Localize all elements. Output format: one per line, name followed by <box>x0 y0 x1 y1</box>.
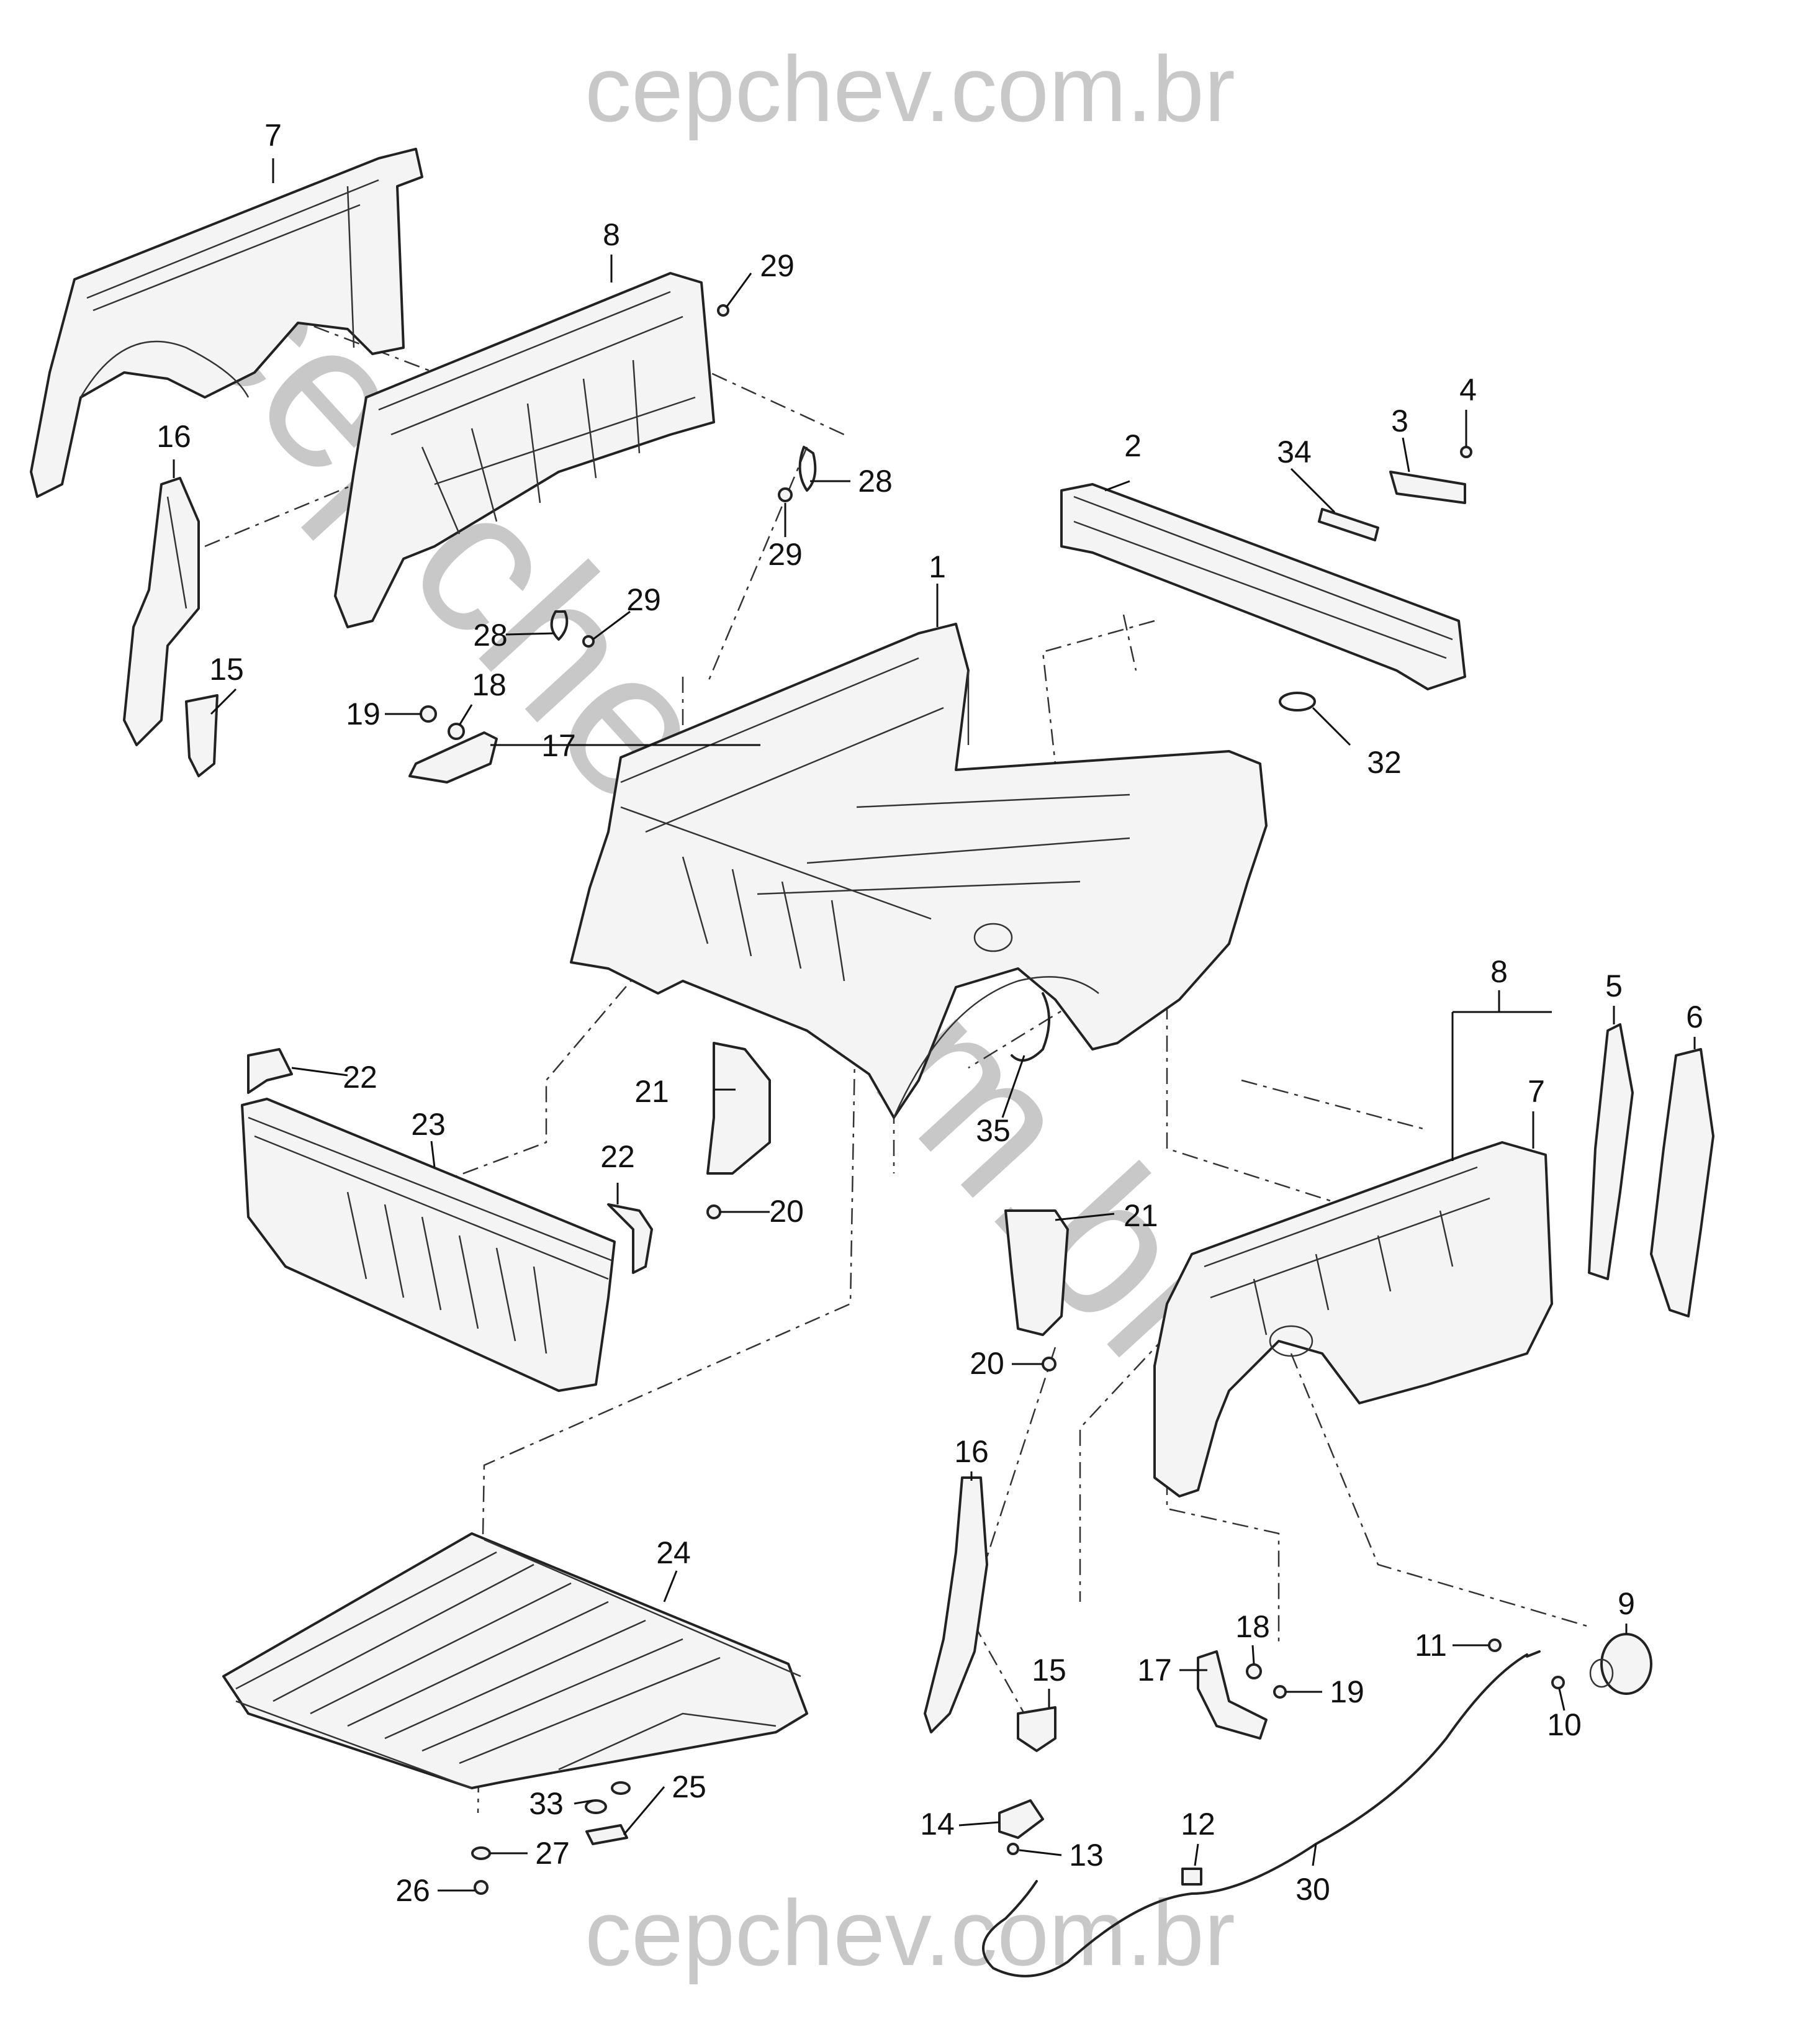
callout-5: 5 <box>1605 969 1623 1003</box>
screw-11 <box>1488 1638 1502 1652</box>
bolt-29-top <box>717 304 729 317</box>
callout-2: 2 <box>1124 428 1142 463</box>
bolt-20-right <box>1042 1357 1056 1371</box>
release-cable-30 <box>982 1650 1541 1977</box>
callout-20-right: 20 <box>970 1346 1004 1381</box>
callout-28-top: 28 <box>858 464 893 499</box>
callout-1: 1 <box>929 549 946 584</box>
washer-27 <box>471 1846 491 1860</box>
callout-19-left: 19 <box>346 697 381 731</box>
callout-24: 24 <box>656 1535 691 1570</box>
callout-8-left: 8 <box>603 217 620 252</box>
nut-29-mid <box>778 487 793 502</box>
left-pillar-bracket <box>123 477 200 746</box>
left-inner-side-panel <box>334 272 715 628</box>
bracket-15-right <box>1017 1706 1056 1752</box>
callout-15-left: 15 <box>209 652 244 687</box>
callout-4: 4 <box>1459 373 1477 407</box>
callout-7-left: 7 <box>264 118 282 153</box>
grommet-32 <box>1279 692 1316 712</box>
callout-29-lower: 29 <box>626 582 661 617</box>
clip-28-top <box>798 446 817 492</box>
wheelhouse-trim-35 <box>1011 992 1050 1062</box>
callout-10: 10 <box>1547 1707 1582 1742</box>
right-side-panel-assembly <box>1153 1141 1553 1498</box>
callout-30: 30 <box>1295 1872 1330 1907</box>
bracket-21-right <box>1004 1209 1069 1336</box>
callout-34: 34 <box>1277 435 1312 469</box>
bracket-22-left <box>247 1048 293 1094</box>
callout-13: 13 <box>1069 1838 1104 1873</box>
callout-16-right: 16 <box>954 1434 989 1469</box>
clip-12 <box>1181 1868 1202 1886</box>
bracket-21-left <box>706 1042 771 1175</box>
callout-21-right: 21 <box>1124 1198 1158 1233</box>
pad-33 <box>585 1799 607 1814</box>
callout-15-right: 15 <box>1032 1653 1066 1687</box>
callout-18-right: 18 <box>1235 1609 1270 1644</box>
callout-18-left: 18 <box>472 667 507 702</box>
right-nut-19 <box>1273 1685 1287 1699</box>
callout-29-mid: 29 <box>768 537 803 572</box>
left-brace-17 <box>408 731 498 784</box>
latch-14 <box>998 1799 1044 1839</box>
right-pillar-5 <box>1588 1023 1634 1280</box>
bolt-26 <box>474 1880 489 1895</box>
callout-6: 6 <box>1686 1000 1703 1034</box>
right-brace-17 <box>1197 1650 1268 1740</box>
callout-9: 9 <box>1618 1586 1635 1621</box>
callout-17-left: 17 <box>541 728 576 763</box>
callout-20-left: 20 <box>769 1194 804 1229</box>
callout-17-right: 17 <box>1137 1653 1172 1687</box>
callout-21-left: 21 <box>634 1074 669 1109</box>
left-nut-19 <box>420 705 437 723</box>
fuel-door-9 <box>1589 1633 1652 1695</box>
leader-lines <box>173 158 1696 1892</box>
bolt-29-lower <box>582 635 595 648</box>
strip-25 <box>585 1824 628 1845</box>
callout-11: 11 <box>1415 1628 1447 1663</box>
box-floor-panel <box>222 1532 808 1789</box>
callout-23: 23 <box>411 1107 446 1142</box>
right-pillar-6 <box>1650 1048 1714 1317</box>
callout-16-left: 16 <box>156 419 191 454</box>
callout-22-right: 22 <box>600 1139 635 1174</box>
callout-12: 12 <box>1181 1807 1215 1841</box>
front-cross-member <box>1060 483 1466 690</box>
callout-27: 27 <box>535 1836 570 1871</box>
right-pillar-16 <box>924 1476 988 1733</box>
pad-33b <box>611 1781 631 1795</box>
screw-4 <box>1460 446 1472 458</box>
front-bulkhead-panel <box>241 1098 616 1392</box>
pickup-box-assembly <box>570 623 1268 1119</box>
callout-3: 3 <box>1391 404 1408 438</box>
right-nut-18 <box>1246 1663 1262 1679</box>
watermark-top: cepchev.com.br <box>585 37 1235 141</box>
left-fender-panel <box>30 148 423 498</box>
watermark-bottom: cepchev.com.br <box>585 1881 1235 1985</box>
callout-26: 26 <box>395 1873 430 1908</box>
callout-28-lower: 28 <box>473 618 508 653</box>
spring-10 <box>1551 1676 1565 1689</box>
label-plate-34 <box>1318 508 1379 541</box>
screw-13 <box>1007 1843 1019 1855</box>
callout-33: 33 <box>529 1786 564 1821</box>
bolt-20-left <box>706 1204 721 1219</box>
bracket-22-right <box>607 1203 653 1274</box>
callout-29-top: 29 <box>760 248 795 283</box>
callout-14: 14 <box>920 1807 955 1841</box>
callout-32: 32 <box>1367 745 1402 780</box>
hinge-bracket-3 <box>1389 471 1466 504</box>
callout-22-left: 22 <box>343 1060 377 1095</box>
left-bracket-15 <box>185 694 218 777</box>
callout-19-right: 19 <box>1330 1674 1364 1709</box>
callout-25: 25 <box>672 1769 706 1804</box>
left-nut-18 <box>448 723 465 740</box>
callout-labels: 7 8 29 16 28 29 28 29 15 19 18 17 2 34 3… <box>156 118 1703 1908</box>
callout-8-right: 8 <box>1490 954 1508 989</box>
callout-7-right: 7 <box>1528 1074 1545 1109</box>
clip-28-lower <box>550 610 569 641</box>
callout-35: 35 <box>976 1113 1011 1148</box>
